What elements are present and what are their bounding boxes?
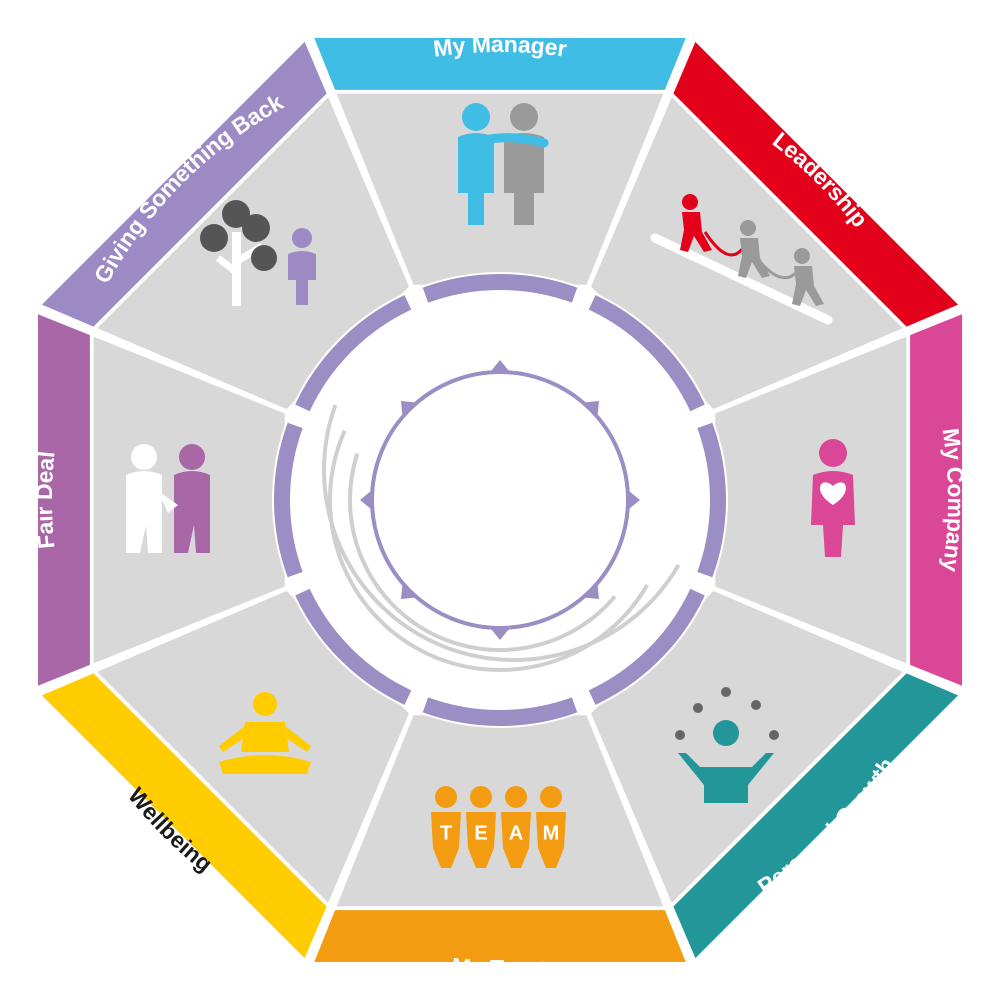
hub-ring-segment: [588, 588, 705, 705]
segment-band-3: [673, 673, 959, 959]
team-letter: M: [543, 822, 560, 844]
segment-label-4: My Team: [451, 953, 549, 981]
segment-panel-4: [336, 715, 664, 907]
hub-ring-segment: [422, 273, 578, 303]
inner-circle-notch: [360, 488, 374, 512]
segment-panel-0: [336, 93, 664, 285]
team-letter: T: [440, 822, 452, 844]
hub-ring-segment: [273, 422, 303, 578]
climbers-rope-icon: [650, 194, 833, 325]
segment-label-0: My Manager: [432, 31, 569, 62]
handshake-icon: [126, 444, 210, 553]
hub-decor-arc: [322, 404, 681, 662]
segment-band-6: [37, 314, 90, 686]
hub-ring-segment: [295, 295, 412, 412]
hub-ring-segment: [697, 422, 726, 578]
inner-circle-notch: [488, 360, 512, 374]
person-heart-icon: [811, 439, 855, 557]
hub-decor-arc: [328, 430, 649, 672]
meditation-icon: [219, 692, 311, 774]
hub-decor-arc: [348, 453, 617, 652]
team-person: A: [501, 786, 531, 868]
tree-person-icon: [200, 200, 316, 306]
inner-circle-notch: [626, 488, 640, 512]
segment-band-0: [314, 37, 686, 90]
center-hub: [272, 272, 728, 728]
inner-circle-notch: [581, 581, 599, 599]
segment-band-7: [41, 41, 327, 327]
segment-panel-2: [715, 336, 907, 664]
segment-band-4: [314, 910, 686, 963]
inner-circle-notch: [488, 626, 512, 640]
segment-band-1: [673, 41, 959, 327]
team-person: E: [466, 786, 496, 868]
team-person: M: [536, 786, 566, 868]
inner-circle-notch: [401, 401, 419, 419]
team-letter: E: [474, 822, 487, 844]
hub-ring-segment: [295, 588, 412, 705]
two-people-arm-icon: [458, 103, 549, 225]
team-letter: A: [509, 822, 523, 844]
team-person: T: [431, 786, 461, 868]
inner-circle-notch: [401, 581, 419, 599]
hub-ring-segment: [588, 295, 705, 412]
hub-ring-segment: [422, 697, 578, 726]
segment-panel-3: [591, 591, 903, 903]
juggler-icon: [675, 687, 779, 803]
segment-band-2: [910, 314, 963, 686]
inner-circle-notch: [581, 401, 599, 419]
segment-band-5: [41, 673, 327, 959]
